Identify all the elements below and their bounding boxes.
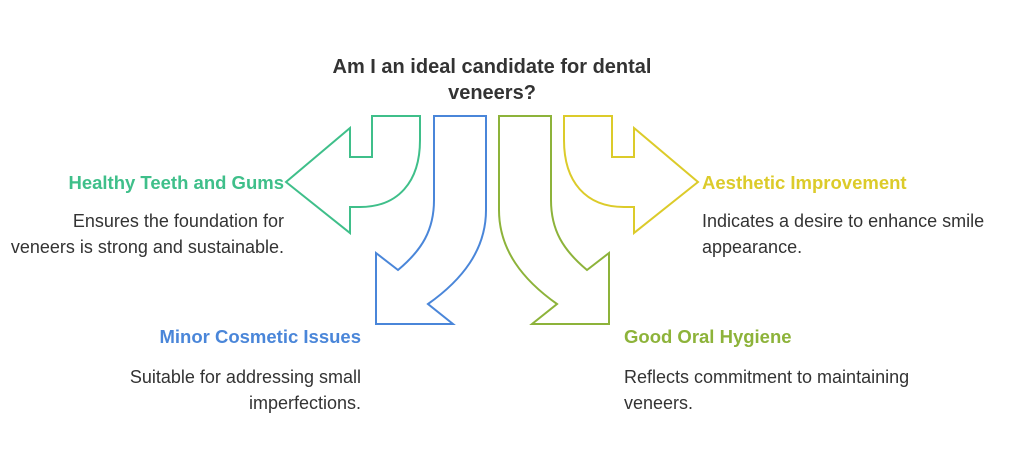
yellow-right-arrow [563,115,700,236]
aesthetic-improvement-heading: Aesthetic Improvement [702,172,907,193]
minor-cosmetic-description: Suitable for addressing small imperfecti… [129,367,361,413]
healthy-teeth-description: Ensures the foundation for veneers is st… [10,211,284,257]
blue-down-arrow-outline [375,115,487,325]
oral-hygiene-heading: Good Oral Hygiene [624,326,792,347]
minor-cosmetic-heading: Minor Cosmetic Issues [159,326,361,347]
oral-hygiene-description: Reflects commitment to maintaining venee… [624,367,910,413]
olive-down-arrow [498,115,610,325]
green-left-arrow [284,115,421,236]
diagram-title: Am I an ideal candidate for dental venee… [332,56,652,104]
aesthetic-improvement-description: Indicates a desire to enhance smile appe… [702,211,985,257]
healthy-teeth-heading: Healthy Teeth and Gums [68,172,284,193]
